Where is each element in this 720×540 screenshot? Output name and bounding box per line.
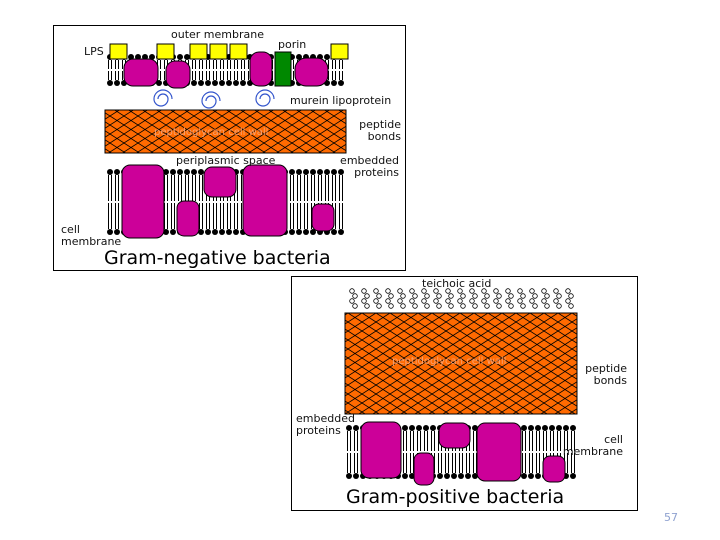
embedded-protein — [413, 452, 435, 486]
gram-negative-title: Gram-negative bacteria — [104, 247, 331, 269]
gram-positive-diagram — [344, 288, 578, 486]
teichoic-acid-chains — [349, 288, 574, 309]
gram-positive-panel: teichoic acid peptidoglycan cell wall pe… — [291, 276, 638, 511]
peptide-bonds-label: peptide bonds — [585, 362, 627, 387]
lps-block — [156, 43, 175, 60]
murein-lipoprotein-coil — [201, 91, 221, 109]
outer-membrane-protein — [294, 57, 329, 87]
embedded-proteins-label: embedded proteins — [340, 154, 399, 179]
periplasmic-space-label: periplasmic space — [176, 154, 276, 167]
peptidoglycan-wall-label: peptidoglycan cell wall — [154, 127, 269, 138]
porin-protein — [274, 51, 292, 87]
porin-label: porin — [278, 38, 307, 51]
page-number: 57 — [664, 511, 678, 524]
embedded-protein — [476, 422, 522, 482]
lps-block — [229, 43, 248, 60]
lps-block — [189, 43, 208, 60]
embedded-proteins-label: embedded proteins — [296, 412, 355, 437]
lps-block — [109, 43, 128, 60]
teichoic-acid-label: teichoic acid — [422, 277, 492, 290]
embedded-protein — [203, 166, 237, 198]
outer-membrane-protein — [123, 58, 159, 87]
embedded-protein — [360, 421, 402, 479]
peptidoglycan-wall — [344, 312, 578, 415]
gram-negative-panel: outer membrane LPS porin murein lipoprot… — [53, 25, 406, 271]
outer-membrane-protein — [249, 51, 273, 87]
lps-block — [330, 43, 349, 60]
outer-membrane-label: outer membrane — [171, 28, 264, 41]
peptidoglycan-wall-label: peptidoglycan cell wall — [392, 356, 507, 367]
murein-lipoprotein-label: murein lipoprotein — [290, 94, 392, 107]
embedded-protein — [242, 164, 288, 237]
murein-lipoprotein-coil — [255, 89, 275, 107]
embedded-protein — [542, 455, 566, 483]
outer-membrane-protein — [165, 60, 191, 89]
embedded-protein — [121, 164, 165, 239]
lps-label: LPS — [84, 45, 104, 58]
cell-membrane-label: cell membrane — [562, 433, 623, 458]
gram-negative-diagram — [104, 43, 349, 239]
gram-positive-title: Gram-positive bacteria — [346, 486, 565, 508]
lps-block — [209, 43, 228, 60]
peptide-bonds-label: peptide bonds — [359, 118, 401, 143]
embedded-protein — [176, 200, 200, 237]
peptidoglycan-wall — [104, 109, 347, 154]
embedded-protein — [311, 203, 335, 232]
cell-membrane-label: cell membrane — [61, 223, 122, 248]
embedded-protein — [438, 422, 471, 449]
murein-lipoprotein-coil — [153, 89, 173, 107]
